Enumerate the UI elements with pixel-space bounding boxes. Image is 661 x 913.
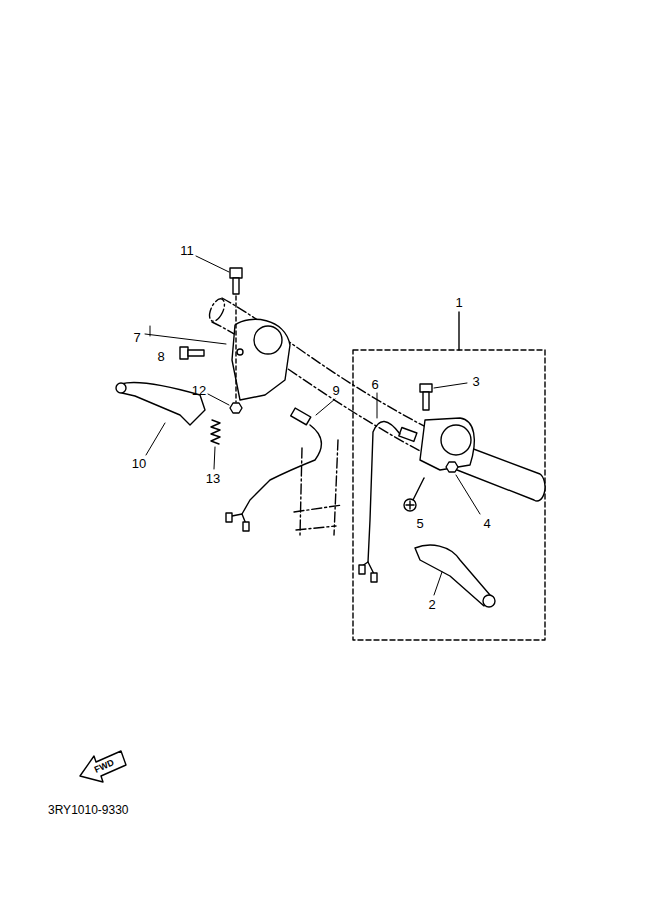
assembly-box — [353, 350, 545, 640]
nut — [446, 462, 458, 472]
bolt — [420, 384, 432, 392]
nut — [230, 403, 242, 413]
callout-number: 10 — [132, 457, 146, 470]
leader-line — [434, 572, 442, 595]
lever-end — [483, 595, 495, 607]
wire — [368, 421, 400, 562]
leader-line — [146, 423, 165, 455]
callout-number: 11 — [180, 244, 194, 257]
holder-hole — [237, 349, 243, 355]
lever-end — [116, 383, 126, 393]
drawing-code: 3RY1010-9330 — [48, 804, 129, 816]
callout-number: 3 — [472, 375, 479, 388]
leader-line — [150, 326, 151, 336]
callout-number: 5 — [416, 517, 423, 530]
leader-line — [214, 447, 215, 469]
direction-arrow — [80, 751, 126, 782]
leader-line — [458, 312, 459, 350]
holder-clamp — [254, 326, 282, 354]
bolt-shaft — [412, 478, 424, 502]
leader-line — [208, 394, 229, 405]
bolt-shaft — [423, 392, 429, 410]
leader-line — [196, 256, 229, 272]
leader-lines — [145, 256, 480, 595]
lever-holder — [420, 418, 474, 470]
callout-number: 1 — [455, 296, 462, 309]
bolt — [180, 347, 188, 359]
wire — [242, 425, 321, 514]
callout-number: 8 — [157, 350, 164, 363]
terminal — [226, 513, 232, 522]
spring — [211, 420, 220, 444]
callout-number: 2 — [428, 598, 435, 611]
bolt — [404, 499, 416, 511]
callout-number: 12 — [192, 384, 206, 397]
switch — [399, 428, 417, 442]
terminal — [371, 573, 377, 582]
handlebar-end — [206, 297, 227, 324]
leader-line — [456, 475, 480, 514]
bolt-shaft — [188, 350, 204, 356]
handlebar-edge — [222, 298, 455, 442]
bolt-shaft — [233, 278, 239, 294]
switch — [291, 408, 311, 425]
post-clamp — [294, 505, 342, 530]
lever-holder — [232, 319, 290, 400]
callout-number: 6 — [371, 378, 378, 391]
callout-number: 9 — [332, 384, 339, 397]
bolt — [230, 268, 242, 278]
bolt-slot — [406, 501, 414, 509]
leader-line — [434, 383, 467, 388]
leader-line — [377, 393, 378, 418]
callout-number: 4 — [483, 517, 490, 530]
holder-clamp — [441, 425, 471, 455]
center-line — [235, 296, 236, 402]
terminal — [243, 522, 249, 531]
leader-line — [145, 334, 226, 344]
handlebar — [206, 297, 455, 535]
leader-line — [316, 399, 335, 415]
lever — [415, 545, 490, 606]
terminal — [359, 565, 365, 574]
callout-number: 7 — [133, 331, 140, 344]
callout-number: 13 — [206, 472, 220, 485]
